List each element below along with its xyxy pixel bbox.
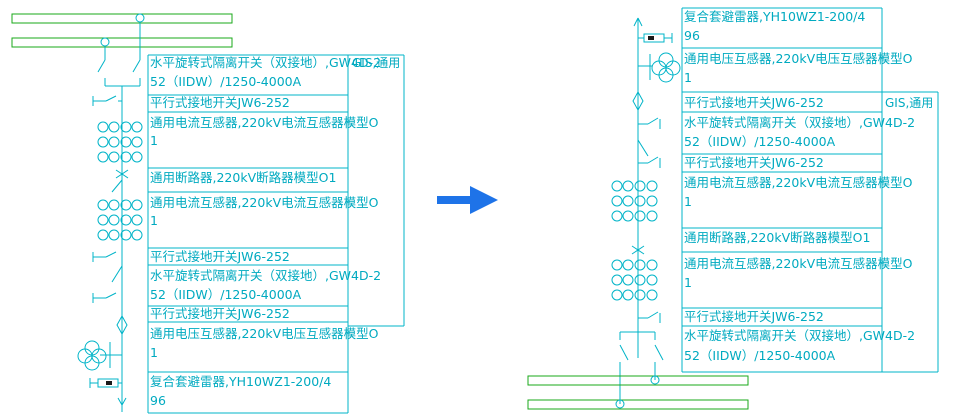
right-busbar-top bbox=[527, 375, 749, 386]
right-disconnector-blade-2 bbox=[654, 344, 664, 361]
left-label-7-line-2: 52（IIDW）/1250-4000A bbox=[150, 287, 302, 302]
right-label-2-line-2: 1 bbox=[684, 70, 692, 85]
left-busbar-bottom bbox=[11, 37, 233, 48]
left-surge-arrester bbox=[89, 378, 122, 388]
right-label-1-line-1: 复合套避雷器,YH10WZ1-200/4 bbox=[684, 9, 865, 24]
left-label-5-line-2: 1 bbox=[150, 213, 158, 228]
left-ct-group-2 bbox=[97, 199, 143, 241]
left-label-9-line-2: 1 bbox=[150, 345, 158, 360]
left-label-10-line-1: 复合套避雷器,YH10WZ1-200/4 bbox=[150, 374, 331, 389]
left-label-3-line-2: 1 bbox=[150, 133, 158, 148]
left-bus-node-2 bbox=[100, 37, 110, 47]
right-label-5-line-1: 平行式接地开关JW6-252 bbox=[684, 155, 824, 170]
left-label-2-line-1: 平行式接地开关JW6-252 bbox=[150, 95, 290, 110]
right-busbar-bottom bbox=[527, 399, 749, 410]
transform-arrow-icon bbox=[437, 186, 498, 214]
right-label-10-line-2: 52（IIDW）/1250-4000A bbox=[684, 348, 836, 363]
left-label-table bbox=[147, 54, 405, 414]
left-busbar-top bbox=[11, 13, 233, 24]
right-label-9-line-1: 平行式接地开关JW6-252 bbox=[684, 309, 824, 324]
right-bus-node-1 bbox=[650, 375, 660, 385]
left-label-5-line-1: 通用电流互感器,220kV电流互感器模型O bbox=[150, 195, 379, 210]
left-label-10-line-2: 96 bbox=[150, 393, 166, 408]
right-diagram: 复合套避雷器,YH10WZ1-200/4 96 通用电压互感器,220kV电压互… bbox=[527, 7, 939, 410]
left-voltage-transformer bbox=[77, 340, 122, 371]
left-diamond-node bbox=[116, 314, 128, 336]
left-label-3-line-1: 通用电流互感器,220kV电流互感器模型O bbox=[150, 115, 379, 130]
right-label-7-line-1: 通用断路器,220kV断路器模型O1 bbox=[684, 230, 870, 245]
right-gis-note: GIS,通用 bbox=[885, 96, 933, 110]
left-gis-note: GIS,通用 bbox=[352, 56, 400, 70]
right-surge-arrester bbox=[638, 33, 673, 43]
right-voltage-transformer bbox=[638, 52, 681, 83]
left-bus-node-1 bbox=[135, 13, 145, 23]
right-label-6-line-1: 通用电流互感器,220kV电流互感器模型O bbox=[684, 175, 913, 190]
right-disconnector-blade-1 bbox=[619, 344, 629, 361]
left-diagram: 水平旋转式隔离开关（双接地）,GW4D-2 52（IIDW）/1250-4000… bbox=[11, 13, 405, 414]
right-label-10-line-1: 水平旋转式隔离开关（双接地）,GW4D-2 bbox=[684, 328, 915, 343]
right-label-6-line-2: 1 bbox=[684, 194, 692, 209]
right-diamond-node bbox=[632, 90, 644, 112]
left-label-8-line-1: 平行式接地开关JW6-252 bbox=[150, 306, 290, 321]
right-label-4-line-1: 水平旋转式隔离开关（双接地）,GW4D-2 bbox=[684, 115, 915, 130]
left-label-1-line-2: 52（IIDW）/1250-4000A bbox=[150, 74, 302, 89]
right-ct-group-2 bbox=[611, 259, 658, 301]
left-label-7-line-1: 水平旋转式隔离开关（双接地）,GW4D-2 bbox=[150, 268, 381, 283]
left-label-4-line-1: 通用断路器,220kV断路器模型O1 bbox=[150, 170, 336, 185]
right-label-4-line-2: 52（IIDW）/1250-4000A bbox=[684, 134, 836, 149]
right-label-1-line-2: 96 bbox=[684, 28, 700, 43]
right-label-3-line-1: 平行式接地开关JW6-252 bbox=[684, 95, 824, 110]
right-ct-group-1 bbox=[611, 180, 658, 222]
left-label-1-line-1: 水平旋转式隔离开关（双接地）,GW4D-2 bbox=[150, 55, 381, 70]
left-disconnector-blade-2 bbox=[132, 59, 141, 73]
right-label-table bbox=[681, 7, 939, 373]
left-ct-group-1 bbox=[97, 121, 143, 163]
left-label-6-line-1: 平行式接地开关JW6-252 bbox=[150, 249, 290, 264]
right-label-2-line-1: 通用电压互感器,220kV电压互感器模型O bbox=[684, 51, 913, 66]
right-label-8-line-1: 通用电流互感器,220kV电流互感器模型O bbox=[684, 256, 913, 271]
right-bus-node-2 bbox=[615, 399, 625, 409]
left-label-9-line-1: 通用电压互感器,220kV电压互感器模型O bbox=[150, 326, 379, 341]
left-disconnector-blade-1 bbox=[97, 59, 106, 73]
right-label-8-line-2: 1 bbox=[684, 275, 692, 290]
